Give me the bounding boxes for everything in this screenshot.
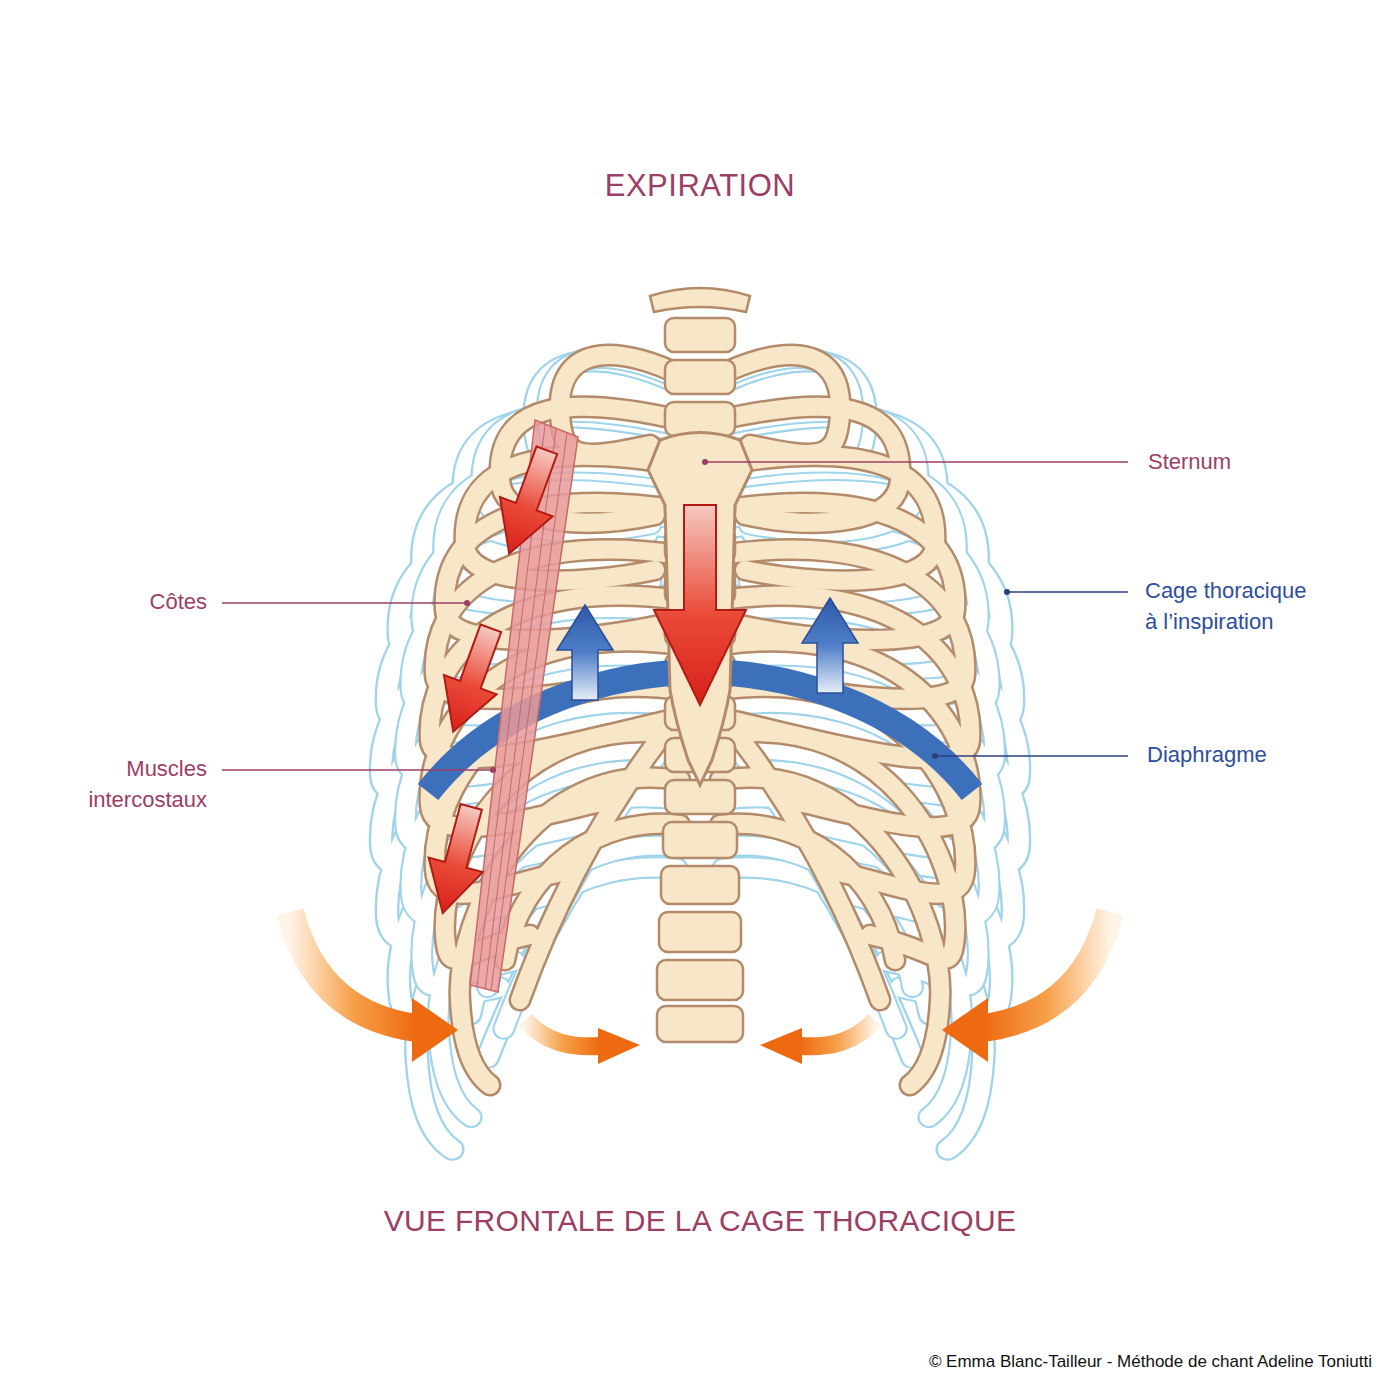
vertebra [650, 288, 750, 312]
diagram-title: EXPIRATION [605, 164, 795, 207]
orange-arrow [290, 912, 416, 1028]
blue-arrow [802, 598, 858, 693]
blue-arrows [557, 598, 858, 700]
orange-arrowhead [412, 998, 458, 1062]
orange-arrows-right [760, 912, 1110, 1064]
vertebra [661, 866, 739, 904]
leader-line [1007, 591, 1128, 592]
leader-dot [490, 767, 496, 773]
red-arrow [483, 441, 573, 564]
leader-dot [932, 753, 938, 759]
orange-arrow [800, 1020, 875, 1046]
orange-arrow [525, 1020, 600, 1046]
muscle-band [470, 420, 578, 992]
vertebra [657, 960, 743, 1000]
sternum-arrow [654, 505, 746, 705]
part-label: Diaphragme [1147, 740, 1267, 771]
copyright-note: © Emma Blanc-Tailleur - Méthode de chant… [929, 1351, 1372, 1373]
leader-dot [1004, 589, 1010, 595]
vertebra [665, 402, 735, 436]
intercostal-muscle [470, 420, 578, 992]
part-label: Cage thoracique à l’inspiration [1145, 576, 1317, 638]
leader-lines [222, 459, 1128, 773]
part-label: Muscles intercostaux [47, 754, 207, 816]
vertebra [665, 318, 735, 352]
part-label: Côtes [150, 587, 207, 618]
leader-line [935, 755, 1128, 756]
leader-dot [702, 459, 708, 465]
vertebra [659, 912, 741, 952]
vertebra [665, 360, 735, 394]
orange-arrowhead [942, 998, 988, 1062]
red-arrows [416, 441, 746, 921]
vertebra [663, 822, 737, 858]
blue-arrow [557, 605, 613, 700]
orange-arrowhead [598, 1028, 640, 1064]
leader-dot [464, 600, 470, 606]
orange-arrows [290, 912, 1110, 1064]
leader-line [705, 461, 1128, 462]
leader-line [222, 602, 467, 603]
orange-arrow [984, 912, 1110, 1028]
red-arrow [427, 619, 517, 742]
sternum-bone [648, 433, 752, 786]
vertebra [657, 1006, 743, 1042]
red-arrow [416, 800, 499, 921]
orange-arrowhead [760, 1028, 802, 1064]
leader-line [222, 769, 493, 770]
diagram-caption: VUE FRONTALE DE LA CAGE THORACIQUE [384, 1200, 1017, 1242]
part-label: Sternum [1148, 447, 1231, 478]
